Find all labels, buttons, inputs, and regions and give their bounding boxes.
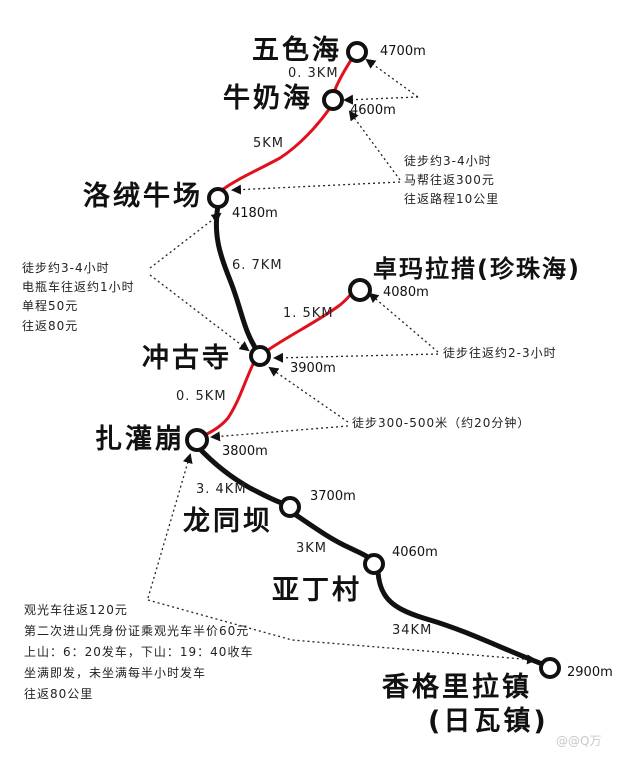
place-riwa: (日瓦镇)	[428, 706, 549, 737]
distance-zhaguan-longtong: 3. 4KM	[196, 482, 247, 497]
distance-longtong-yading: 3KM	[296, 541, 328, 556]
dotted-arrow-group	[147, 58, 537, 665]
circle-yading	[363, 553, 385, 575]
place-zhuoma: 卓玛拉措(珍珠海)	[373, 255, 581, 283]
altitude-chonggu: 3900m	[290, 361, 336, 376]
distance-yading-xianggelila: 34KM	[392, 623, 433, 638]
arrow-left-to-chonggu	[149, 274, 250, 352]
circle-longtong	[279, 496, 301, 518]
note-line: 徒步往返约2-3小时	[443, 346, 557, 360]
circle-luorong	[207, 187, 229, 209]
place-yading: 亚丁村	[272, 575, 362, 606]
arrow-niunai-to-niunai	[348, 110, 401, 181]
place-luorong: 洛绒牛场	[83, 181, 203, 212]
distance-chonggu-zhuoma: 1. 5KM	[283, 306, 334, 321]
note-chonggu-hike: 徒步300-500米（约20分钟）	[352, 414, 530, 433]
note-luorong-hike: 徒步约3-4小时 电瓶车往返约1小时 单程50元 往返80元	[22, 259, 135, 336]
note-line: 观光车往返120元	[24, 603, 128, 617]
note-line: 往返路程10公里	[404, 192, 500, 207]
arrow-wuse-fan-2	[343, 94, 419, 105]
route-luorong-to-chonggu	[213, 202, 261, 355]
note-line: 电瓶车往返约1小时	[22, 280, 135, 295]
note-zhuoma-hike: 徒步往返约2-3小时	[443, 344, 557, 363]
note-line: 第二次进山凭身份证乘观光车半价60元	[24, 624, 250, 638]
note-line: 坐满即发，未坐满每半小时发车	[24, 666, 207, 680]
distance-wuse-niunai: 0. 3KM	[288, 66, 339, 81]
route-yading-to-xianggelila	[375, 569, 548, 668]
circle-niunai	[322, 89, 344, 111]
place-xianggelila: 香格里拉镇	[382, 672, 532, 703]
note-line: 徒步300-500米（约20分钟）	[352, 416, 531, 430]
arrow-chonggu-1	[268, 366, 349, 423]
arrow-zhuoma-2	[273, 352, 439, 363]
arrow-left-to-luorong	[149, 212, 222, 269]
note-line: 单程50元	[22, 299, 79, 314]
altitude-niunai: 4600m	[350, 103, 396, 118]
note-line: 徒步约3-4小时	[404, 154, 492, 168]
altitude-luorong: 4180m	[232, 206, 278, 221]
note-line: 往返80公里	[24, 687, 94, 701]
place-zhaguan: 扎灌崩	[95, 424, 185, 455]
note-line: 往返80元	[22, 318, 79, 333]
route-chonggu-to-zhuoma	[266, 290, 354, 352]
distance-chonggu-zhaguan: 0. 5KM	[176, 389, 227, 404]
place-longtong: 龙同坝	[183, 506, 273, 537]
circle-chonggu	[249, 345, 271, 367]
circle-zhaguan	[185, 428, 209, 452]
circle-xianggelila	[539, 657, 561, 679]
distance-niunai-luorong: 5KM	[253, 136, 285, 151]
altitude-xianggelila: 2900m	[567, 665, 613, 680]
place-chonggu: 冲古寺	[142, 343, 232, 374]
route-niunai-to-luorong	[220, 106, 332, 192]
note-niunai-hike: 徒步约3-4小时 马帮往返300元 往返路程10公里	[404, 152, 499, 210]
circle-zhuoma	[348, 278, 372, 302]
altitude-yading: 4060m	[392, 545, 438, 560]
note-bus: 观光车往返120元 第二次进山凭身份证乘观光车半价60元 上山：6：20发车，下…	[24, 600, 253, 705]
place-niunai: 牛奶海	[223, 83, 313, 114]
circle-wuse	[346, 41, 368, 63]
altitude-zhaguan: 3800m	[222, 444, 268, 459]
route-zhaguan-to-longtong	[195, 444, 290, 508]
altitude-longtong: 3700m	[310, 489, 356, 504]
black-route-group	[195, 202, 548, 668]
distance-luorong-chonggu: 6. 7KM	[232, 258, 283, 273]
place-wuse: 五色海	[252, 35, 342, 66]
location-circles-group	[185, 41, 561, 679]
arrow-chonggu-2	[210, 425, 349, 442]
altitude-zhuoma: 4080m	[383, 285, 429, 300]
arrow-zhuoma-1	[368, 292, 439, 353]
arrow-wuse-fan-1	[365, 58, 419, 98]
arrow-niunai-to-luorong	[231, 181, 401, 195]
altitude-wuse: 4700m	[380, 44, 426, 59]
note-line: 上山：6：20发车，下山：19：40收车	[24, 645, 254, 659]
note-line: 马帮往返300元	[404, 173, 495, 188]
watermark: @@Q万	[556, 734, 602, 748]
note-line: 徒步约3-4小时	[22, 261, 110, 275]
